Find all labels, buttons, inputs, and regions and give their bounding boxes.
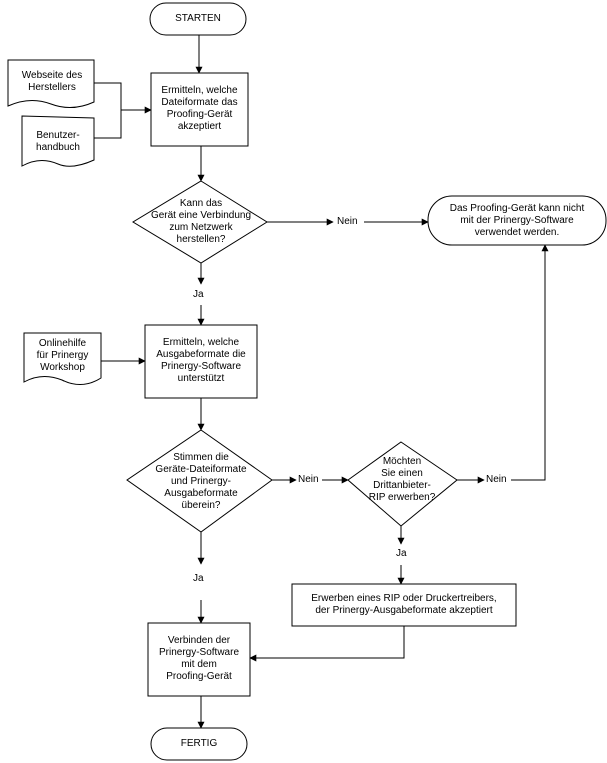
connector [511, 244, 549, 481]
step-determine-formats-label: Ermitteln, welche Dateiformate das Proof… [161, 85, 238, 132]
decision-network-label: Kann das Gerät eine Verbindung zum Netzw… [150, 198, 252, 245]
step-connect-label: Verbinden der Prinergy-Software mit dem … [158, 635, 240, 682]
decision-formats-match-label: Stimmen die Geräte-Dateiformate und Prin… [155, 452, 247, 511]
doc-manufacturer-website-label: Webseite des Herstellers [21, 70, 83, 93]
rip-no-label: Nein [486, 474, 507, 485]
match-yes-label: Ja [193, 573, 204, 584]
start-label: STARTEN [175, 13, 221, 24]
end-cannot-use-label: Das Proofing-Gerät kann nicht mit der Pr… [449, 203, 585, 238]
doc-online-help-shape [23, 332, 102, 385]
connector [94, 110, 122, 139]
match-no-label: Nein [298, 474, 319, 485]
connector [249, 626, 405, 662]
decision-buy-rip-label: Möchten Sie einen Drittanbieter- RIP erw… [368, 456, 436, 503]
start-terminator [149, 2, 247, 36]
connector [94, 82, 152, 114]
step-determine-formats-box [150, 72, 249, 147]
network-yes-label: Ja [193, 289, 204, 300]
step-buy-rip-label: Erwerben eines RIP oder Druckertreibers,… [311, 593, 497, 616]
step-output-formats-label: Ermitteln, welche Ausgabeformate die Pri… [156, 337, 246, 384]
doc-user-manual-label: Benutzer- handbuch [36, 130, 80, 153]
network-no-label: Nein [337, 216, 358, 227]
rip-yes-label: Ja [396, 548, 407, 559]
doc-online-help-label: Onlinehilfe für Prinergy Workshop [36, 338, 89, 373]
doc-manufacturer-website-shape [7, 59, 95, 108]
step-buy-rip-box [291, 583, 517, 627]
doc-user-manual-shape [21, 115, 95, 167]
end-label: FERTIG [180, 738, 218, 749]
